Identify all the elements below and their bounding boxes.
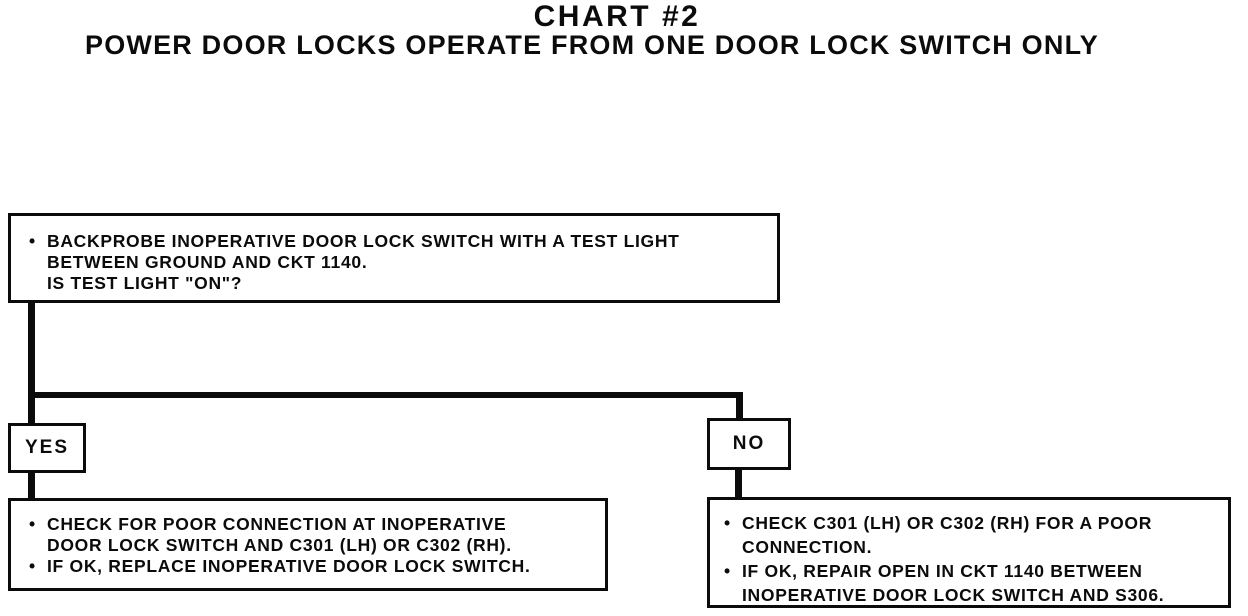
result-text: INOPERATIVE DOOR LOCK SWITCH AND S306.: [742, 585, 1165, 605]
bullet-icon: •: [724, 561, 731, 581]
chart-title: CHART #2: [533, 0, 701, 33]
question-line: BETWEEN GROUND AND CKT 1140.: [29, 252, 771, 273]
result-line: • IF OK, REPLACE INOPERATIVE DOOR LOCK S…: [29, 556, 601, 577]
yes-result-box: • CHECK FOR POOR CONNECTION AT INOPERATI…: [8, 498, 608, 591]
result-text: IF OK, REPAIR OPEN IN CKT 1140 BETWEEN: [742, 561, 1143, 581]
bullet-icon: [724, 535, 742, 559]
result-text: IF OK, REPLACE INOPERATIVE DOOR LOCK SWI…: [47, 556, 531, 576]
result-line: CONNECTION.: [724, 535, 1224, 559]
bullet-icon: •: [724, 513, 731, 533]
question-text: IS TEST LIGHT "ON"?: [47, 273, 243, 293]
no-label: NO: [732, 433, 766, 454]
bullet-icon: •: [29, 231, 36, 251]
bullet-icon: [29, 535, 47, 556]
result-line: • CHECK FOR POOR CONNECTION AT INOPERATI…: [29, 514, 601, 535]
question-line: IS TEST LIGHT "ON"?: [29, 273, 771, 294]
result-text: CHECK FOR POOR CONNECTION AT INOPERATIVE: [47, 514, 507, 534]
question-text: BETWEEN GROUND AND CKT 1140.: [47, 252, 368, 272]
no-result-box: • CHECK C301 (LH) OR C302 (RH) FOR A POO…: [707, 497, 1231, 608]
result-text: DOOR LOCK SWITCH AND C301 (LH) OR C302 (…: [47, 535, 512, 555]
connector-yes-result-line: [28, 471, 35, 500]
connector-branch-line: [28, 392, 743, 398]
question-text: BACKPROBE INOPERATIVE DOOR LOCK SWITCH W…: [47, 231, 680, 251]
bullet-icon: [29, 273, 47, 294]
result-line: • CHECK C301 (LH) OR C302 (RH) FOR A POO…: [724, 511, 1224, 535]
connector-stem-line: [28, 301, 35, 425]
bullet-icon: [724, 583, 742, 607]
bullet-icon: [29, 252, 47, 273]
question-box: • BACKPROBE INOPERATIVE DOOR LOCK SWITCH…: [8, 213, 780, 303]
result-line: INOPERATIVE DOOR LOCK SWITCH AND S306.: [724, 583, 1224, 607]
result-text: CHECK C301 (LH) OR C302 (RH) FOR A POOR: [742, 513, 1153, 533]
connector-no-result-line: [735, 468, 742, 499]
bullet-icon: •: [29, 556, 36, 576]
no-box: NO: [707, 418, 791, 470]
yes-label: YES: [24, 437, 70, 458]
bullet-icon: •: [29, 514, 36, 534]
result-line: DOOR LOCK SWITCH AND C301 (LH) OR C302 (…: [29, 535, 601, 556]
result-text: CONNECTION.: [742, 537, 873, 557]
chart-subtitle: POWER DOOR LOCKS OPERATE FROM ONE DOOR L…: [84, 30, 1100, 60]
connector-no-drop-line: [736, 392, 743, 420]
question-line: • BACKPROBE INOPERATIVE DOOR LOCK SWITCH…: [29, 231, 771, 252]
result-line: • IF OK, REPAIR OPEN IN CKT 1140 BETWEEN: [724, 559, 1224, 583]
yes-box: YES: [8, 423, 86, 473]
